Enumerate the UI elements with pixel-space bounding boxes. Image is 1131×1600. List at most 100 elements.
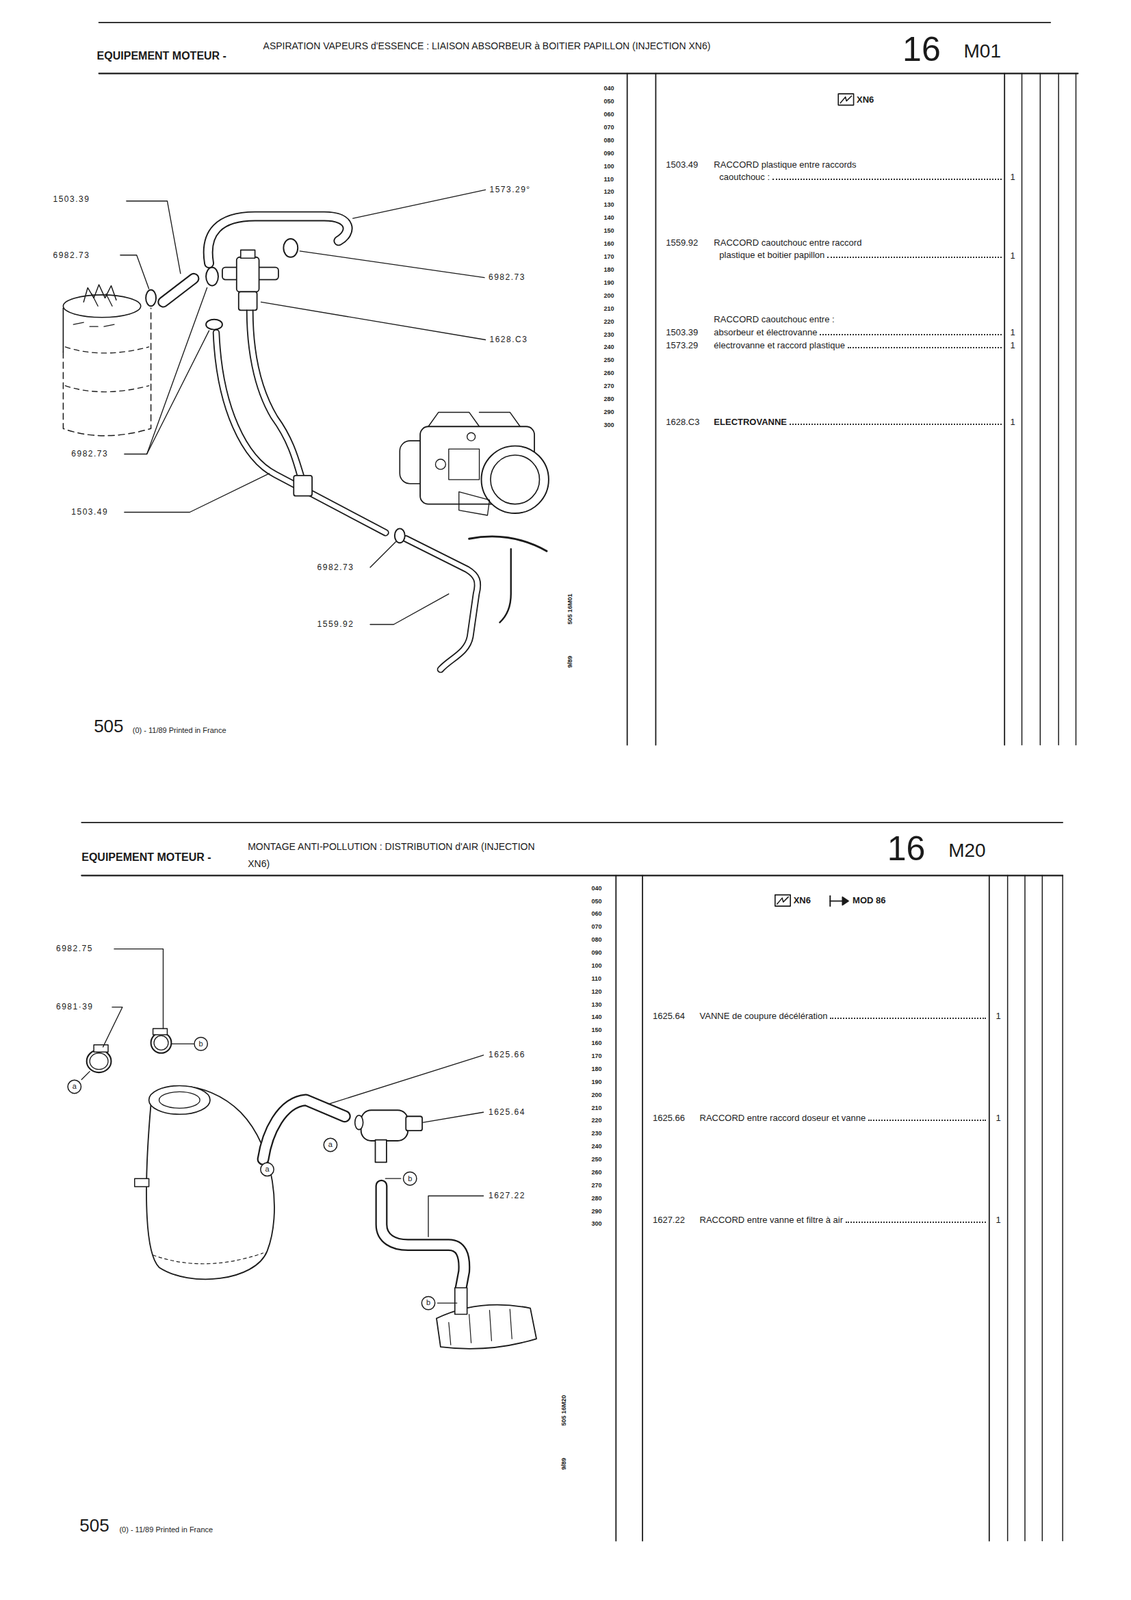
line-number: 070 xyxy=(603,123,614,132)
line-number: 040 xyxy=(591,884,603,893)
line-number: 180 xyxy=(591,1065,603,1073)
quantity: 1 xyxy=(1009,327,1015,338)
page-code: M01 xyxy=(964,39,1001,63)
line-number: 080 xyxy=(591,936,603,944)
quantity: 1 xyxy=(1009,416,1015,428)
line-number: 300 xyxy=(591,1219,603,1228)
callout-number: 1503.39 xyxy=(53,194,91,204)
dot-leader xyxy=(847,346,1002,349)
print-code: 9/89 xyxy=(566,656,575,669)
part-number: 1625.66 xyxy=(652,1112,685,1124)
page-code: 16 xyxy=(887,827,926,869)
line-number: 060 xyxy=(603,110,614,119)
line-number: 240 xyxy=(591,1142,603,1151)
line-number: 150 xyxy=(603,227,614,235)
print-code: 9/89 xyxy=(560,1457,568,1470)
line-number: 170 xyxy=(591,1052,603,1060)
section-label: EQUIPEMENT MOTEUR - xyxy=(97,49,227,63)
section-title: MONTAGE ANTI-POLLUTION : DISTRIBUTION d'… xyxy=(247,838,556,873)
callout-number: 1625.64 xyxy=(488,1107,526,1117)
line-number: 140 xyxy=(603,214,614,222)
quantity: 1 xyxy=(1009,250,1015,262)
line-number: 120 xyxy=(603,188,614,196)
callout-number: 6982.73 xyxy=(53,250,91,260)
line-number: 150 xyxy=(591,1026,603,1034)
line-number: 240 xyxy=(603,343,614,351)
callout-number: 6982.73 xyxy=(317,562,355,572)
line-number: 200 xyxy=(603,292,614,300)
dot-leader xyxy=(789,423,1002,425)
line-number: 050 xyxy=(591,897,603,906)
clip-letter: b xyxy=(199,1038,204,1048)
line-number: 200 xyxy=(591,1091,603,1099)
line-number: 230 xyxy=(603,331,614,339)
dot-leader xyxy=(868,1119,986,1121)
line-number: 290 xyxy=(591,1207,603,1216)
line-number: 230 xyxy=(591,1129,603,1138)
catalog-code: 505 xyxy=(93,715,124,737)
line-number: 270 xyxy=(603,382,614,390)
line-number: 180 xyxy=(603,266,614,274)
dot-leader xyxy=(829,1017,986,1019)
part-description: RACCORD caoutchouc entre raccord plastiq… xyxy=(713,236,887,262)
variant-code: XN6 xyxy=(793,894,811,906)
line-number: 110 xyxy=(591,975,603,983)
part-description: ELECTROVANNE xyxy=(713,416,787,428)
variant-code: XN6 xyxy=(856,94,874,106)
line-number: 210 xyxy=(591,1104,603,1112)
part-number: 1503.39 xyxy=(665,327,698,338)
part-description: RACCORD entre raccord doseur et vanne xyxy=(699,1112,867,1124)
line-number: 220 xyxy=(591,1116,603,1125)
line-number: 060 xyxy=(591,910,603,918)
print-code: 505 16M01 xyxy=(566,593,575,624)
line-number: 140 xyxy=(591,1013,603,1021)
catalog-code: 505 xyxy=(79,1514,109,1537)
quantity: 1 xyxy=(996,1112,1001,1124)
line-number: 080 xyxy=(603,136,614,145)
dot-leader xyxy=(772,178,1002,180)
callout-number: 6982.75 xyxy=(56,943,94,954)
clip-letter: a xyxy=(264,1164,269,1174)
line-number: 250 xyxy=(603,356,614,364)
part-number: 1625.64 xyxy=(652,1010,685,1022)
line-number: 090 xyxy=(591,949,603,957)
line-number: 300 xyxy=(603,421,614,429)
line-number: 290 xyxy=(603,408,614,416)
callout-number: 1573.29° xyxy=(489,184,531,195)
clip-letter: a xyxy=(328,1139,333,1149)
line-number: 280 xyxy=(591,1194,603,1203)
line-number: 260 xyxy=(603,369,614,377)
part-number: 1573.29 xyxy=(665,340,698,351)
callout-number: 1625.66 xyxy=(488,1049,526,1060)
part-number: 1627.22 xyxy=(652,1214,685,1226)
line-number: 100 xyxy=(591,962,603,970)
callout-number: 1628.C3 xyxy=(489,334,528,345)
clip-letter: a xyxy=(72,1081,77,1091)
callout-number: 1627.22 xyxy=(488,1190,526,1201)
clip-letter: b xyxy=(407,1173,412,1183)
line-number: 250 xyxy=(591,1155,603,1164)
callout-number: 6982.73 xyxy=(71,448,109,459)
part-description: RACCORD caoutchouc entre : xyxy=(713,314,835,325)
part-description: RACCORD plastique entre raccords caoutch… xyxy=(713,158,887,184)
dot-leader xyxy=(819,333,1001,336)
line-number: 130 xyxy=(591,1001,603,1009)
footer-note: (0) - 11/89 Printed in France xyxy=(132,725,227,735)
quantity: 1 xyxy=(996,1214,1001,1226)
dot-leader xyxy=(827,256,1001,258)
line-number: 120 xyxy=(591,988,603,996)
line-number: 280 xyxy=(603,395,614,403)
line-number: 100 xyxy=(603,162,614,171)
line-number: 190 xyxy=(591,1078,603,1086)
callout-number: 6981·39 xyxy=(56,1001,94,1012)
line-number: 210 xyxy=(603,305,614,313)
line-number: 170 xyxy=(603,253,614,261)
line-number: 040 xyxy=(603,84,614,93)
part-number: 1503.49 xyxy=(665,159,698,171)
dot-leader xyxy=(845,1221,986,1223)
callout-number: 1503.49 xyxy=(71,507,109,517)
part-number: 1628.C3 xyxy=(665,416,700,428)
line-number: 160 xyxy=(591,1039,603,1047)
line-number: 270 xyxy=(591,1181,603,1190)
line-number: 130 xyxy=(603,201,614,209)
